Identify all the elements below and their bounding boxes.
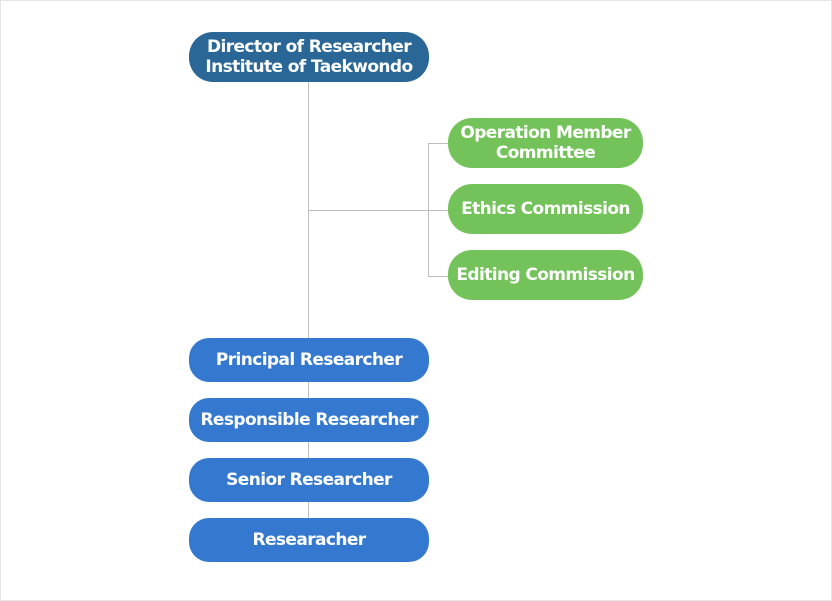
committee-label-line1: Operation Member (460, 123, 631, 143)
committee-node-editing: Editing Commission (448, 250, 643, 300)
connector-committee-3 (428, 276, 449, 277)
committee-label: Editing Commission (456, 265, 635, 285)
rank-label: Principal Researcher (215, 350, 403, 370)
committee-node-ethics: Ethics Commission (448, 184, 643, 234)
rank-node-researcher: Researacher (189, 518, 429, 562)
rank-node-responsible: Responsible Researcher (189, 398, 429, 442)
connector-committee-1 (428, 143, 449, 144)
connector-main-vertical (308, 80, 309, 540)
committee-label-line2: Committee (495, 143, 596, 163)
director-title-line2: Institute of Taekwondo (205, 57, 413, 77)
connector-committee-vertical (428, 143, 429, 276)
rank-label: Senior Researcher (226, 470, 392, 490)
rank-label: Responsible Researcher (200, 410, 418, 430)
rank-node-senior: Senior Researcher (189, 458, 429, 502)
director-title-line1: Director of Researcher (206, 37, 412, 57)
director-node: Director of Researcher Institute of Taek… (189, 32, 429, 82)
committee-node-operation: Operation Member Committee (448, 118, 643, 168)
rank-label: Researacher (252, 530, 366, 550)
rank-node-principal: Principal Researcher (189, 338, 429, 382)
committee-label: Ethics Commission (461, 199, 630, 219)
connector-branch-horizontal (308, 210, 449, 211)
